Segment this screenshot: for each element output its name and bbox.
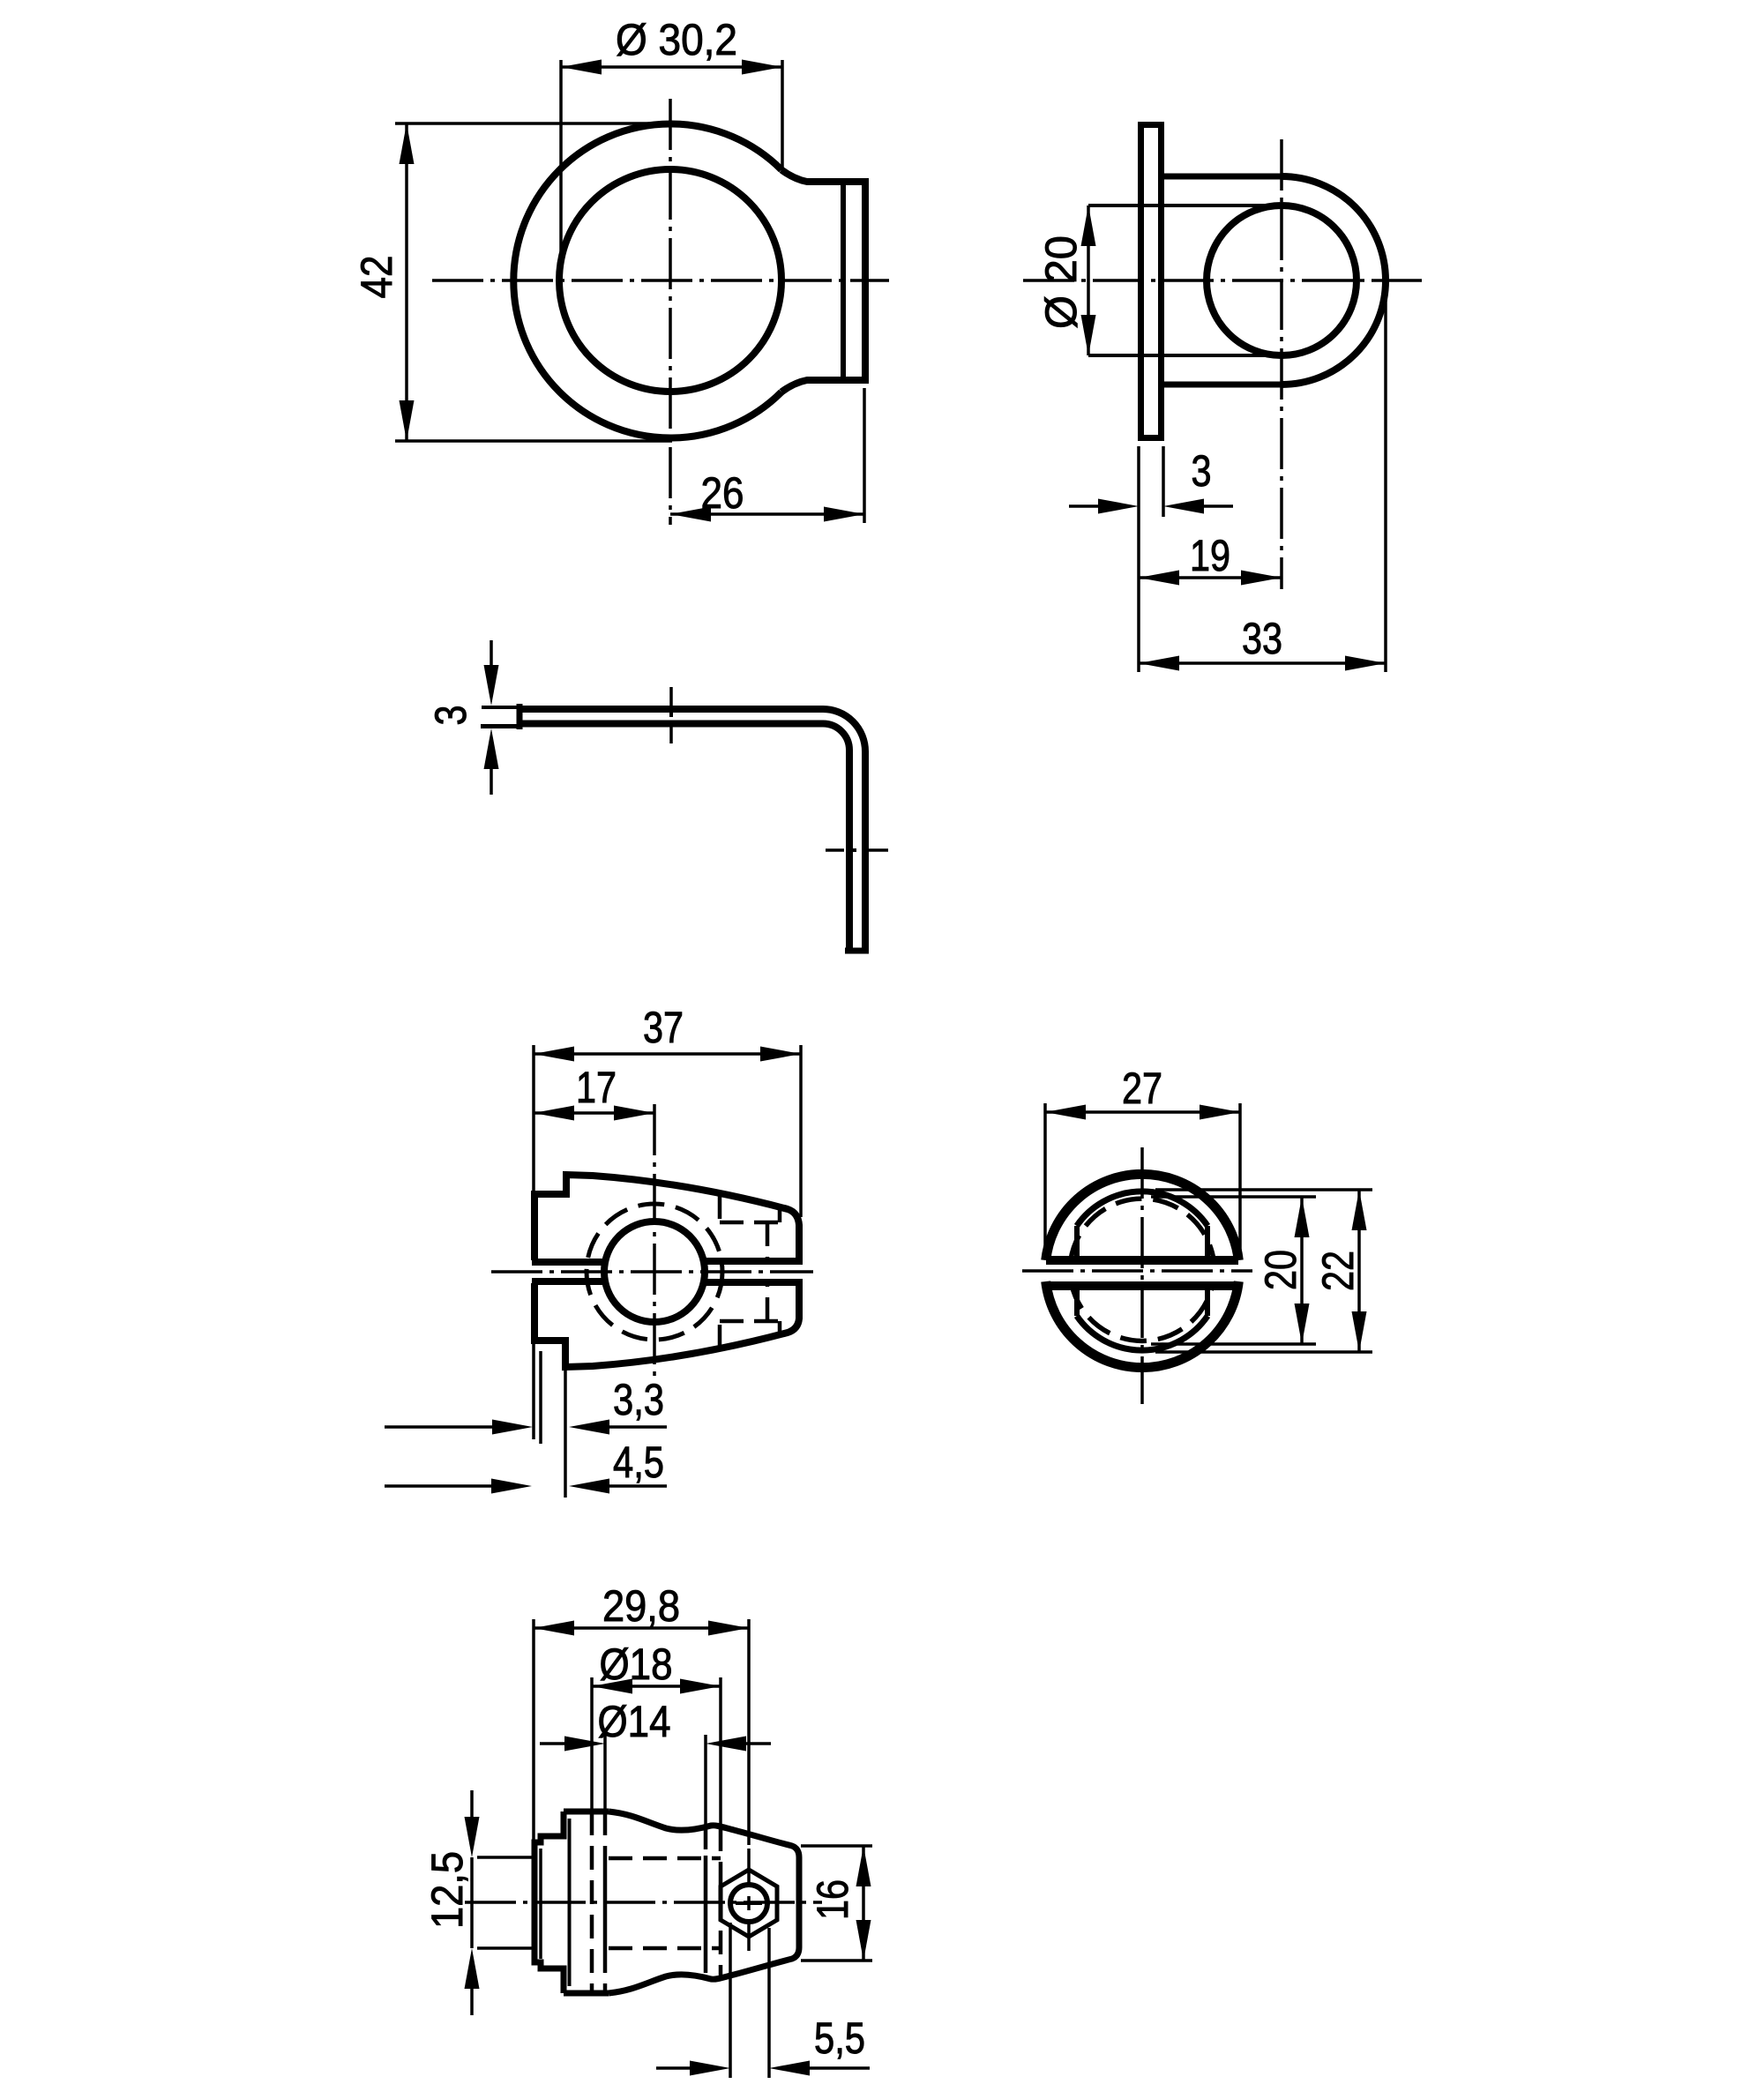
- svg-text:37: 37: [643, 1003, 684, 1052]
- svg-text:26: 26: [701, 468, 744, 518]
- svg-text:Ø18: Ø18: [600, 1640, 673, 1689]
- svg-text:20: 20: [1256, 1250, 1305, 1290]
- svg-text:Ø14: Ø14: [598, 1697, 671, 1746]
- svg-text:4,5: 4,5: [613, 1438, 664, 1487]
- svg-text:33: 33: [1242, 614, 1282, 663]
- svg-text:16: 16: [808, 1879, 857, 1920]
- svg-text:12,5: 12,5: [422, 1851, 472, 1929]
- svg-text:Ø 20: Ø 20: [1036, 235, 1086, 329]
- svg-text:42: 42: [352, 256, 401, 299]
- svg-text:3,3: 3,3: [613, 1375, 664, 1424]
- svg-text:22: 22: [1313, 1251, 1363, 1291]
- svg-text:3: 3: [426, 706, 475, 726]
- svg-text:27: 27: [1122, 1064, 1162, 1113]
- svg-text:5,5: 5,5: [814, 2013, 865, 2063]
- svg-text:17: 17: [576, 1063, 617, 1112]
- svg-text:29,8: 29,8: [602, 1581, 680, 1631]
- svg-text:3: 3: [1192, 446, 1212, 496]
- svg-text:19: 19: [1190, 531, 1230, 580]
- svg-text:Ø 30,2: Ø 30,2: [616, 15, 737, 64]
